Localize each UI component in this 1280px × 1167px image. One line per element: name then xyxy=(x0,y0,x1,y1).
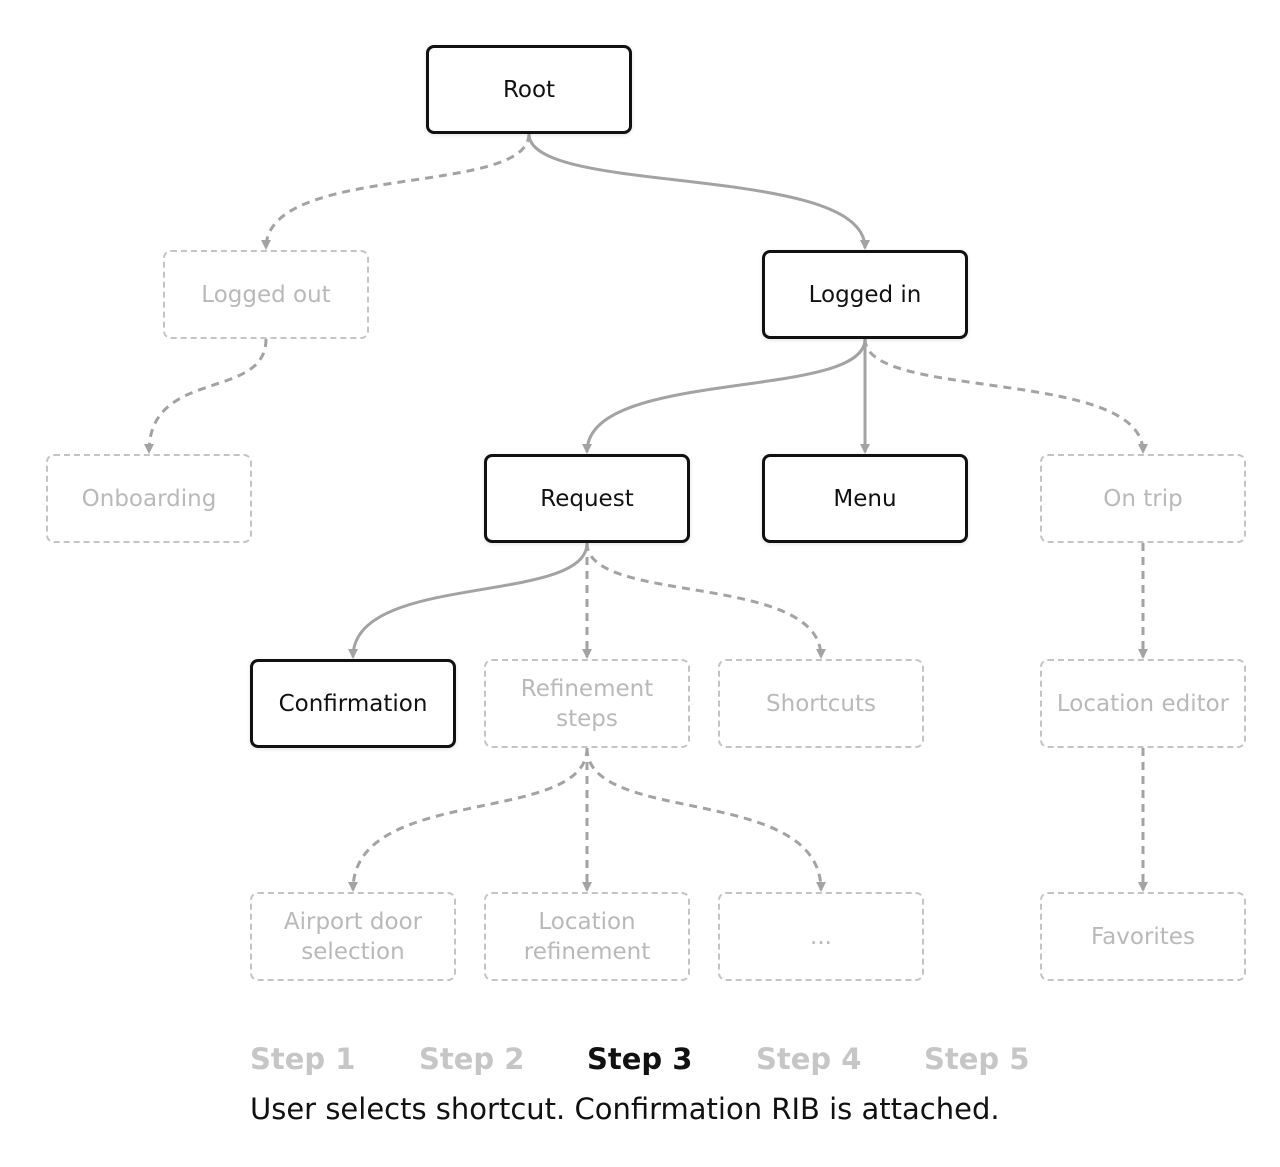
edge-root-to-logged_out xyxy=(261,133,531,250)
node-on-trip: On trip xyxy=(1040,454,1246,543)
node-menu: Menu xyxy=(762,454,968,543)
caption: User selects shortcut. Confirmation RIB … xyxy=(250,1092,1000,1126)
step-label: Step 4 xyxy=(756,1042,862,1076)
edge-refinement_steps-to-more xyxy=(585,747,826,892)
node-more: ... xyxy=(718,892,924,981)
node-refinement-steps: Refinement steps xyxy=(484,659,690,748)
node-logged-out: Logged out xyxy=(163,250,369,339)
step-label: Step 2 xyxy=(419,1042,525,1076)
edge-request-to-confirmation xyxy=(348,542,589,659)
node-shortcuts: Shortcuts xyxy=(718,659,924,748)
node-logged-in: Logged in xyxy=(762,250,968,339)
node-request: Request xyxy=(484,454,690,543)
edge-logged_in-to-request xyxy=(582,338,867,454)
edge-request-to-shortcuts xyxy=(585,542,826,659)
node-airport-door-selection: Airport door selection xyxy=(250,892,456,981)
edge-logged_in-to-on_trip xyxy=(863,338,1148,454)
node-location-refinement: Location refinement xyxy=(484,892,690,981)
node-confirmation: Confirmation xyxy=(250,659,456,748)
step-label: Step 3 xyxy=(587,1042,693,1076)
node-location-editor: Location editor xyxy=(1040,659,1246,748)
edge-root-to-logged_in xyxy=(527,133,870,250)
edge-logged_out-to-onboarding xyxy=(144,338,268,454)
node-onboarding: Onboarding xyxy=(46,454,252,543)
step-label: Step 5 xyxy=(924,1042,1030,1076)
edge-refinement_steps-to-airport_door xyxy=(348,747,589,892)
step-label: Step 1 xyxy=(250,1042,356,1076)
node-root: Root xyxy=(426,45,632,134)
node-favorites: Favorites xyxy=(1040,892,1246,981)
